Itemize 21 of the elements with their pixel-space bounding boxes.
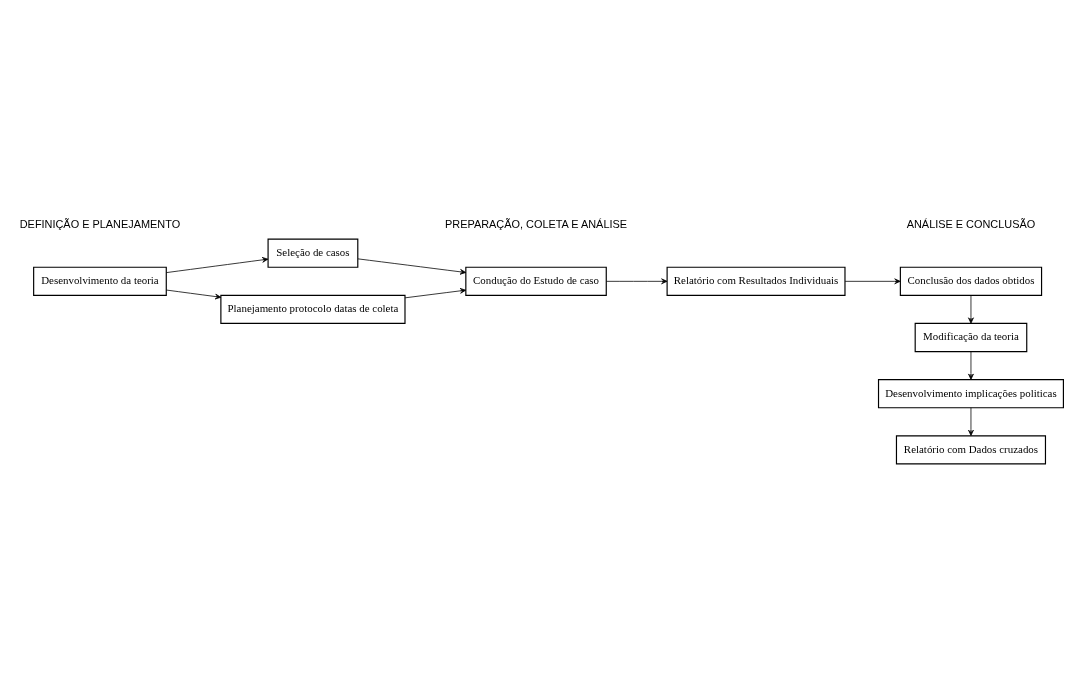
node-box: Planejamento protocolo datas de coleta [220,294,406,325]
node-box: Desenvolvimento da teoria [33,266,167,296]
node-box: Seleção de casos [267,238,359,268]
arrow [606,278,668,285]
arrow [968,351,974,380]
arrow [404,288,467,299]
arrow [166,289,222,300]
node-box: Desenvolvimento implicações politicas [877,379,1064,409]
node-box: Modificação da teoria [914,322,1028,353]
node-box: Conclusão dos dados obtidos [899,266,1043,296]
arrow [844,278,901,285]
label: PREPARAÇÃO, COLETA E ANÁLISE [445,218,628,231]
arrow [968,407,974,436]
label: DEFINIÇÃO E PLANEJAMENTO [19,218,181,231]
arrow [166,257,269,273]
arrow [357,258,467,275]
node-box: Relatório com Resultados Individuais [666,266,846,296]
label: ANÁLISE E CONCLUSÃO [906,218,1036,231]
node-box: Relatório com Dados cruzados [895,435,1047,465]
arrow [968,295,974,324]
node-box: Condução do Estudo de caso [465,266,607,296]
